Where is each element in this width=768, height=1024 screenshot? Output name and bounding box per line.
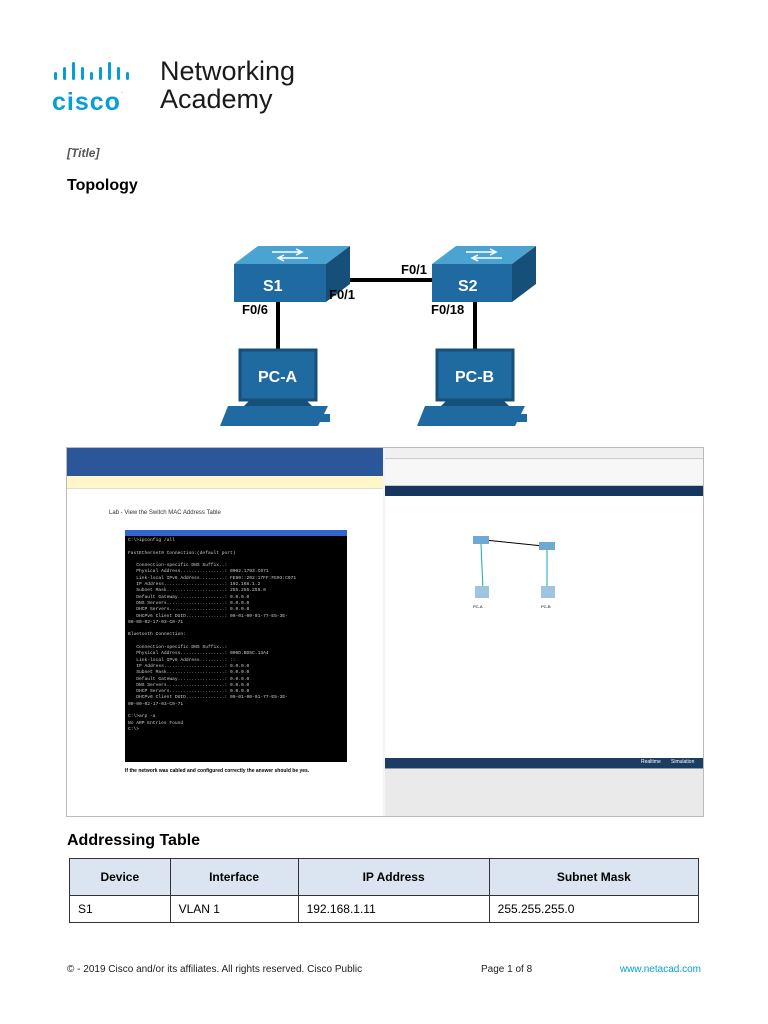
switch-s2-icon bbox=[432, 246, 536, 302]
cisco-bars-icon bbox=[54, 62, 129, 80]
addressing-table-heading: Addressing Table bbox=[67, 832, 201, 849]
port-label-s2-f018: F0/18 bbox=[431, 302, 464, 317]
switch-s2-label: S2 bbox=[458, 278, 478, 295]
cmd-title-bar bbox=[125, 530, 347, 536]
addressing-table: Device Interface IP Address Subnet Mask … bbox=[69, 858, 700, 923]
cisco-wordmark: cisco. bbox=[52, 88, 124, 116]
pt-toolbar bbox=[385, 459, 703, 486]
column-header: Device bbox=[69, 858, 171, 896]
column-header: Subnet Mask bbox=[488, 858, 700, 896]
command-prompt-output: C:\>ipconfig /all FastEthernet0 Connecti… bbox=[125, 536, 347, 762]
cisco-networking-academy-logo: cisco. Networking Academy bbox=[52, 56, 312, 116]
pt-workspace-topology: PC-A PC-B bbox=[473, 536, 555, 609]
pt-realtime-label[interactable]: Realtime bbox=[641, 759, 661, 765]
pc-b-icon bbox=[417, 348, 527, 426]
pt-workspace-bar bbox=[385, 486, 703, 496]
footer-url-link[interactable]: www.netacad.com bbox=[619, 964, 701, 975]
word-window: Lab - View the Switch MAC Address Table … bbox=[67, 448, 383, 816]
pt-device-panel bbox=[385, 768, 703, 816]
footer-copyright: © - 2019 Cisco and/or its affiliates. Al… bbox=[67, 964, 363, 975]
port-label-s1-f01: F0/1 bbox=[329, 287, 355, 302]
pc-a-icon bbox=[220, 348, 330, 426]
title-placeholder: [Title] bbox=[67, 146, 100, 160]
pt-simulation-label[interactable]: Simulation bbox=[671, 759, 695, 765]
pt-pcb-label: PC-B bbox=[541, 604, 551, 609]
doc-note: If the network was cabled and configured… bbox=[125, 768, 310, 774]
packet-tracer-window: PC-A PC-B Realtime Simulation bbox=[385, 448, 703, 816]
word-ribbon bbox=[67, 448, 383, 476]
table-cell: 192.168.1.11 bbox=[297, 895, 490, 923]
port-label-s2-f01: F0/1 bbox=[401, 262, 427, 277]
switch-s1-label: S1 bbox=[263, 278, 283, 295]
logo-academy-text: Academy bbox=[160, 84, 273, 114]
embedded-screenshot: Lab - View the Switch MAC Address Table … bbox=[66, 447, 704, 817]
doc-lab-heading: Lab - View the Switch MAC Address Table bbox=[109, 510, 221, 516]
table-cell: S1 bbox=[69, 895, 171, 923]
topology-heading: Topology bbox=[67, 177, 138, 194]
word-document-page: Lab - View the Switch MAC Address Table … bbox=[103, 506, 353, 806]
column-header: Interface bbox=[169, 858, 299, 896]
table-cell: 255.255.255.0 bbox=[488, 895, 700, 923]
table-header-row: Device Interface IP Address Subnet Mask bbox=[69, 858, 700, 896]
switch-s1-icon bbox=[234, 246, 350, 302]
pc-a-label: PC-A bbox=[258, 369, 298, 386]
word-info-bar bbox=[67, 476, 383, 489]
table-row: S1 VLAN 1 192.168.1.11 255.255.255.0 bbox=[69, 895, 700, 923]
table-cell: VLAN 1 bbox=[169, 895, 299, 923]
pt-menu-bar bbox=[385, 448, 703, 459]
pc-b-label: PC-B bbox=[455, 369, 494, 386]
footer-page-number: Page 1 of 8 bbox=[481, 964, 533, 975]
pt-mode-bar: Realtime Simulation bbox=[385, 758, 703, 768]
port-label-s1-f06: F0/6 bbox=[242, 302, 268, 317]
pt-pca-label: PC-A bbox=[473, 604, 483, 609]
column-header: IP Address bbox=[297, 858, 490, 896]
topology-diagram: S1 S2 F0/6 F0/1 F0/1 F0/18 PC-A PC-B bbox=[220, 246, 536, 426]
logo-networking-text: Networking bbox=[160, 56, 296, 86]
